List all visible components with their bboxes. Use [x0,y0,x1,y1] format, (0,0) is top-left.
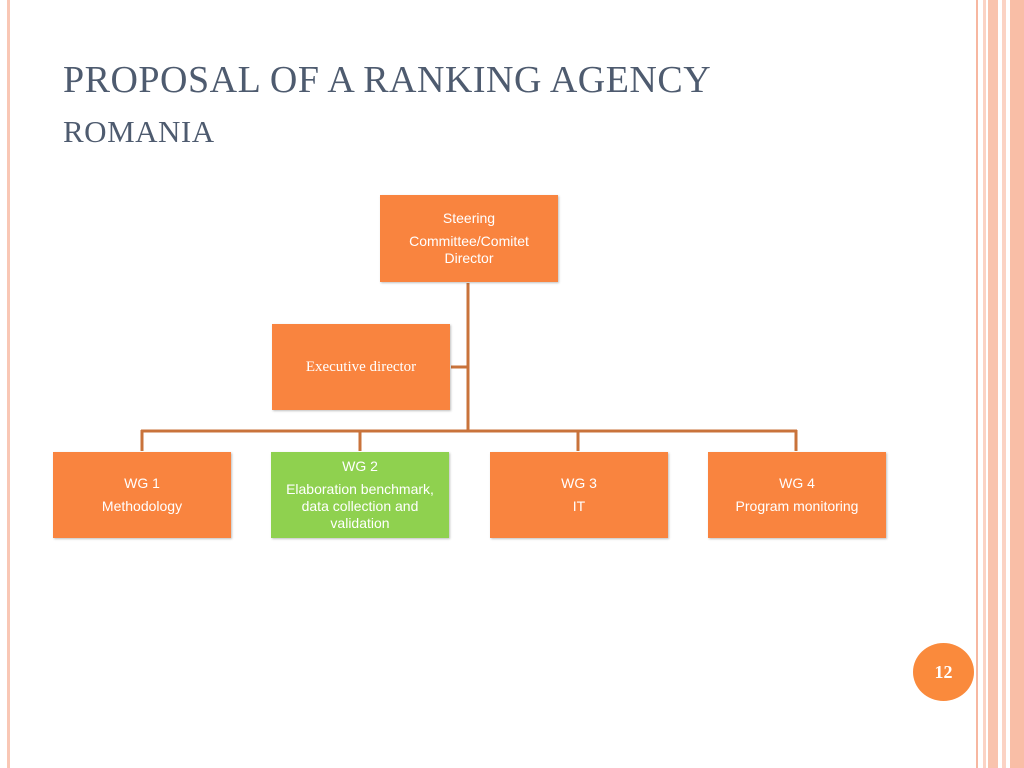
slide-title: PROPOSAL OF A RANKING AGENCY [63,59,712,101]
steering-committee-node: Steering Committee/Comitet Director [380,195,558,282]
wg2-title: WG 2 [342,458,378,475]
wg4-node: WG 4 Program monitoring [708,452,886,538]
executive-director-label: Executive director [305,359,417,375]
executive-director-node: Executive director [272,324,450,410]
wg3-title: WG 3 [561,475,597,492]
page-number-badge: 12 [913,643,974,701]
slide-left-border [7,0,10,768]
wg1-description: Methodology [101,498,183,514]
slide-subtitle: ROMANIA [63,114,215,149]
wg4-title: WG 4 [779,475,815,492]
steering-label-line1: Steering [442,210,496,227]
decorative-stripes [976,0,1024,768]
wg1-title: WG 1 [124,475,160,492]
wg1-node: WG 1 Methodology [53,452,231,538]
steering-label-line2: Committee/Comitet Director [409,233,529,266]
wg4-description: Program monitoring [735,498,859,514]
wg2-node: WG 2 Elaboration benchmark, data collect… [271,452,449,538]
wg3-node: WG 3 IT [490,452,668,538]
wg2-description: Elaboration benchmark, data collection a… [286,481,434,531]
wg3-description: IT [572,498,586,514]
